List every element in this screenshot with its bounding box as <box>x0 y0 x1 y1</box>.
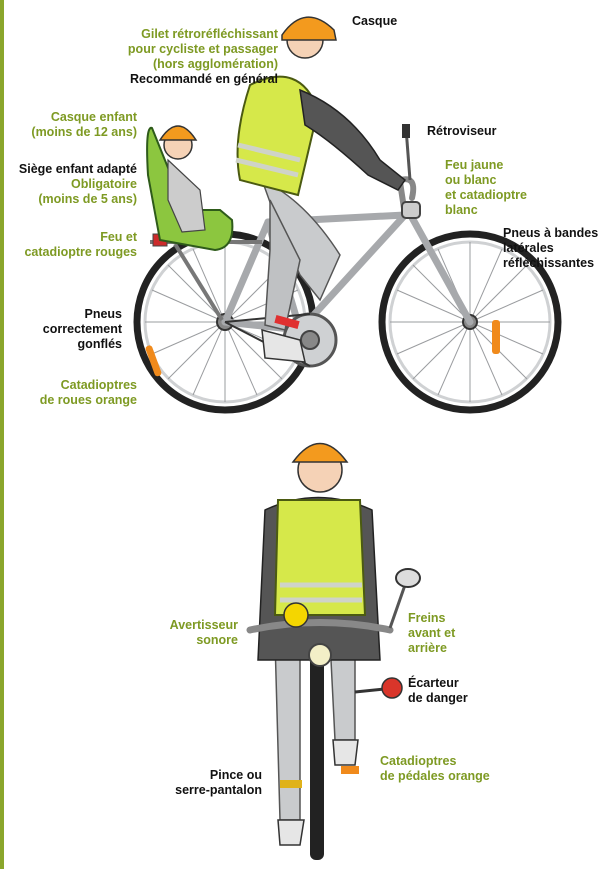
label-siege: Siège enfant adapté <box>0 162 137 177</box>
label-pneus-gonfles: Pneus correctement gonflés <box>0 307 122 352</box>
front-lamp <box>309 644 331 666</box>
label-catadioptres-roues: Catadioptres de roues orange <box>0 378 137 408</box>
label-pneus-bandes: Pneus à bandes latérales réfléchissantes <box>503 226 598 271</box>
label-feu-jaune: Feu jaune ou blanc et catadioptre blanc <box>445 158 527 218</box>
label-avertisseur: Avertisseur sonore <box>100 618 238 648</box>
pedal-reflector <box>341 766 359 774</box>
spacer-disc <box>382 678 402 698</box>
front-mirror <box>396 569 420 587</box>
label-casque: Casque <box>352 14 397 29</box>
front-helmet <box>293 444 347 463</box>
label-pince: Pince ou serre-pantalon <box>120 768 262 798</box>
bell <box>284 603 308 627</box>
front-pant-clip <box>280 780 302 788</box>
label-siege-note: Obligatoire (moins de 5 ans) <box>0 177 137 207</box>
label-freins: Freins avant et arrière <box>408 611 455 656</box>
label-catadioptres-pedales: Catadioptres de pédales orange <box>380 754 490 784</box>
front-tire <box>310 650 324 860</box>
label-casque-enfant: Casque enfant (moins de 12 ans) <box>0 110 137 140</box>
label-ecarteur: Écarteur de danger <box>408 676 468 706</box>
label-retroviseur: Rétroviseur <box>427 124 496 139</box>
label-feu-rouge: Feu et catadioptre rouges <box>0 230 137 260</box>
label-gilet: Gilet rétroréfléchissant pour cycliste e… <box>60 27 278 72</box>
label-gilet-note: Recommandé en général <box>60 72 278 87</box>
